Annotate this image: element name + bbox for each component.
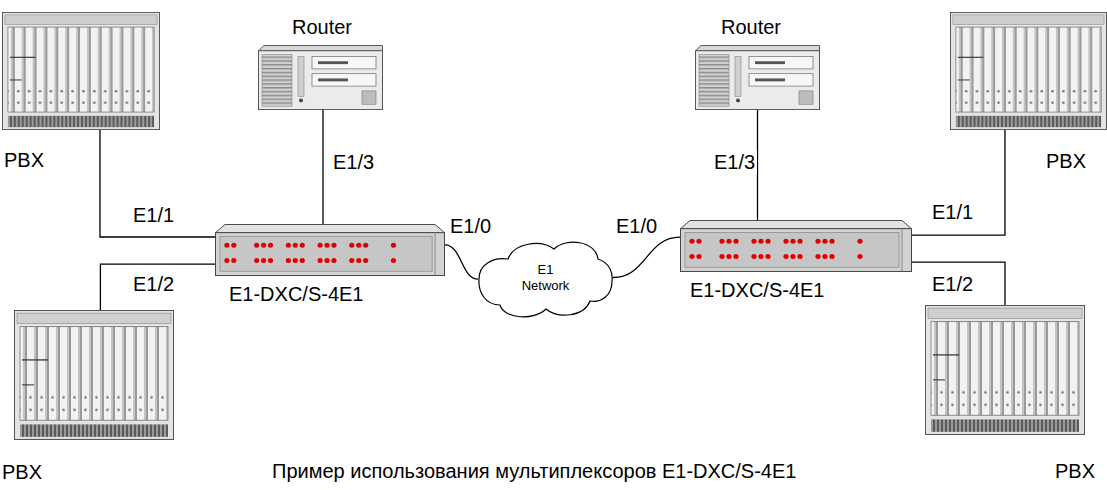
link-label: E1/3 (331, 150, 376, 174)
pbx-illustration (2, 12, 159, 129)
device-label: E1-DXC/S-4E1 (229, 282, 364, 306)
device-label: PBX (2, 460, 42, 484)
network-cloud-node: E1 Network (478, 235, 613, 320)
e1-link (613, 237, 680, 277)
link-label: E1/3 (712, 150, 757, 174)
router-illustration (259, 45, 383, 109)
pbx-device: PBX (2, 12, 160, 130)
pbx-device: PBX (950, 12, 1107, 130)
device-label: Router (292, 15, 352, 39)
device-label: Router (721, 15, 781, 39)
link-label: E1/0 (614, 214, 659, 238)
link-label: E1/1 (131, 203, 176, 227)
router-illustration (696, 45, 820, 109)
node-text-area: E1 Network (478, 235, 613, 320)
e1-link (912, 262, 1005, 305)
pbx-illustration (950, 12, 1106, 129)
pbx-device: PBX (14, 310, 174, 440)
e1-link (912, 130, 1005, 235)
e1-link (100, 264, 215, 310)
device-label: PBX (1046, 149, 1086, 173)
router-device: Router (258, 45, 383, 110)
pbx-device: PBX (925, 305, 1085, 435)
figure-caption: Пример использования мультиплексоров E1-… (272, 459, 796, 483)
e1-link (322, 110, 323, 224)
network-cloud (479, 242, 612, 317)
device-label: PBX (1055, 459, 1095, 483)
multiplexer-device: E1-DXC/S-4E1 (215, 224, 445, 276)
link-label: E1/1 (930, 200, 975, 224)
device-label: PBX (4, 148, 44, 172)
multiplexer-illustration (681, 220, 912, 271)
router-device: Router (695, 45, 820, 110)
multiplexer-illustration (215, 224, 444, 275)
e1-link (445, 245, 478, 279)
link-label: E1/2 (131, 272, 176, 296)
link-label: E1/2 (930, 272, 975, 296)
node-text: E1 Network (515, 262, 577, 294)
pbx-illustration (926, 306, 1085, 435)
pbx-illustration (15, 311, 174, 440)
e1-link (100, 130, 215, 237)
multiplexer-device: E1-DXC/S-4E1 (680, 220, 912, 272)
link-label: E1/0 (448, 214, 493, 238)
device-label: E1-DXC/S-4E1 (690, 278, 825, 302)
